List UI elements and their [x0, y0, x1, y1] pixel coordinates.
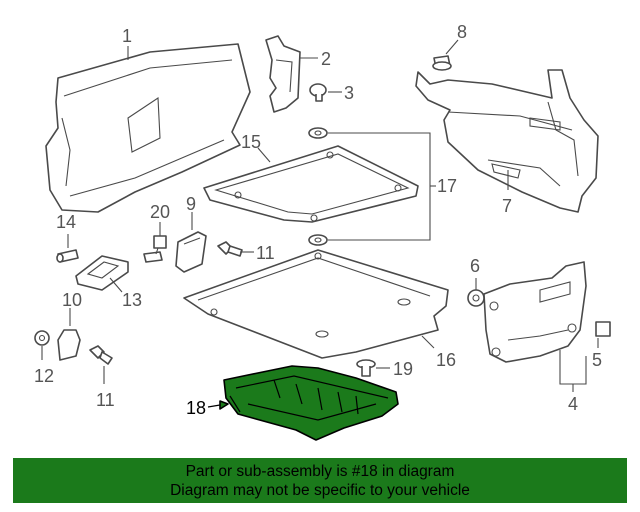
part-5-clip [595, 321, 611, 348]
callout-6: 6 [470, 256, 480, 276]
callout-4: 4 [568, 394, 578, 414]
part-18-tray-highlighted [207, 365, 399, 441]
part-8-clip [432, 39, 459, 71]
callout-19: 19 [393, 359, 413, 379]
callout-9: 9 [186, 194, 196, 214]
callout-16: 16 [436, 350, 456, 370]
callout-18: 18 [186, 398, 206, 418]
part-3-clip [309, 83, 342, 102]
part-10-cap [57, 308, 81, 361]
callout-12: 12 [34, 366, 54, 386]
banner-line-1: Part or sub-assembly is #18 in diagram [185, 463, 455, 480]
part-1-rear-panel [45, 43, 251, 213]
part-11-bolt-upper [217, 241, 254, 257]
part-16-lower-floor [183, 249, 449, 359]
callout-3: 3 [344, 83, 354, 103]
banner-line-2: Diagram may not be specific to your vehi… [170, 482, 470, 499]
part-12-nut [34, 330, 50, 360]
callout-5: 5 [592, 350, 602, 370]
callout-10: 10 [62, 290, 82, 310]
callout-1: 1 [122, 26, 132, 46]
callout-7: 7 [502, 196, 512, 216]
part-6-nut [467, 278, 485, 307]
part-15-upper-floor [203, 145, 419, 223]
part-9-module [175, 212, 207, 273]
part-17-grommets [308, 127, 436, 246]
part-14-clip [56, 234, 79, 263]
part-2-bracket [265, 35, 318, 113]
part-4-side-bracket [483, 261, 587, 392]
callout-2: 2 [321, 49, 331, 69]
callout-11-lower: 11 [96, 390, 115, 410]
callout-15: 15 [241, 132, 261, 152]
part-7-side-trim [415, 69, 599, 213]
callout-8: 8 [457, 22, 467, 42]
callout-13: 13 [122, 290, 142, 310]
part-11-bolt-lower [89, 345, 113, 384]
part-20-connector [143, 222, 167, 263]
callout-14: 14 [56, 212, 76, 232]
callout-20: 20 [150, 202, 170, 222]
info-banner: Part or sub-assembly is #18 in diagram D… [13, 458, 627, 503]
part-19-clip [356, 359, 390, 377]
callout-17: 17 [437, 176, 457, 196]
parts-diagram: 1 2 3 8 15 17 7 14 20 9 11 13 10 12 11 6… [34, 22, 611, 441]
part-13-tray [75, 255, 129, 293]
callout-11-upper: 11 [256, 243, 275, 263]
